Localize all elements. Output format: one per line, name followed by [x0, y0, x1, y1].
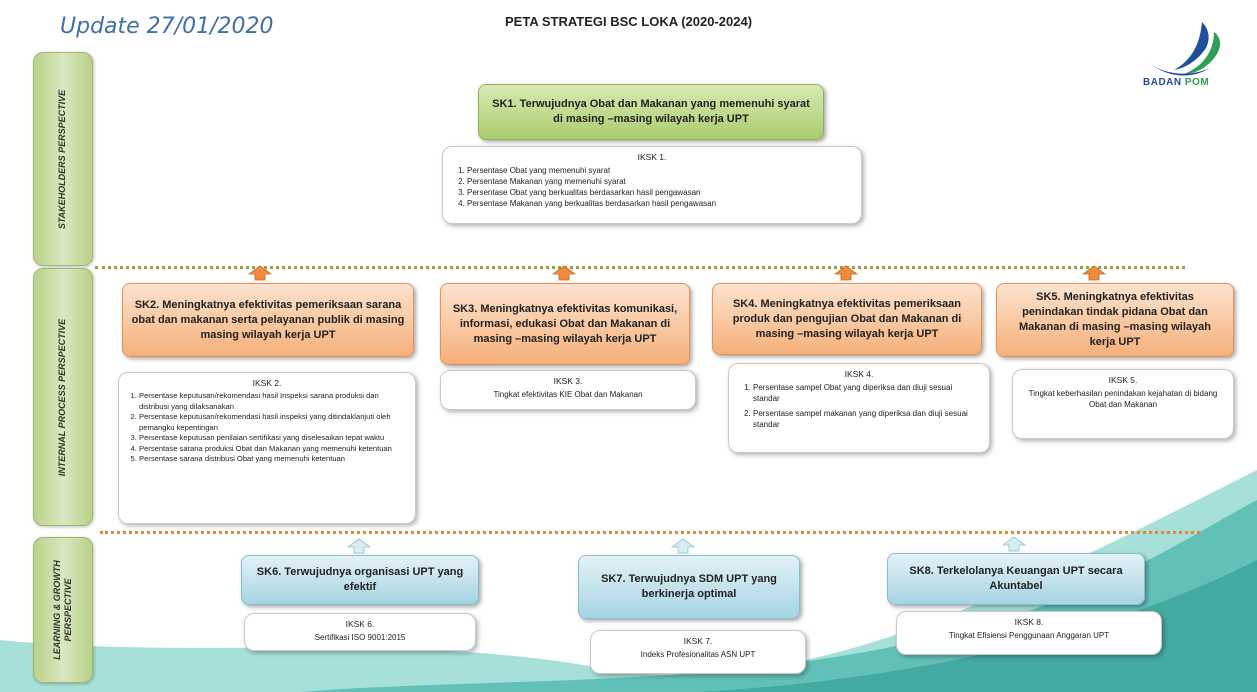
sk8-title: SK8. Terkelolanya Keuangan UPT secara Ak… [909, 565, 1123, 592]
iksk7-title: IKSK 7. [683, 636, 713, 646]
up-arrow-icon [347, 538, 371, 554]
iksk3-box: IKSK 3. Tingkat efektivitas KIE Obat dan… [440, 370, 696, 410]
learning-growth-line-2: PERSPECTIVE [63, 578, 73, 642]
iksk5-text: Tingkat keberhasilan penindakan kejahata… [1028, 389, 1218, 409]
iksk4-list: Persentase sampel Obat yang diperiksa da… [739, 382, 979, 430]
iksk8-box: IKSK 8. Tingkat Efisiensi Penggunaan Ang… [896, 611, 1162, 655]
up-arrow-icon [671, 538, 695, 554]
iksk1-box: IKSK 1. Persentase Obat yang memenuhi sy… [442, 146, 862, 224]
iksk2-box: IKSK 2. Persentase keputusan/rekomendasi… [118, 372, 416, 524]
list-item: Persentase Makanan yang berkualitas berd… [467, 198, 851, 209]
up-arrow-icon [248, 265, 272, 281]
page-title: PETA STRATEGI BSC LOKA (2020-2024) [505, 14, 753, 29]
iksk2-list: Persentase keputusan/rekomendasi hasil I… [127, 391, 407, 465]
logo-text-pom: POM [1184, 77, 1210, 88]
iksk4-title: IKSK 4. [844, 369, 874, 379]
iksk3-title: IKSK 3. [553, 376, 583, 386]
iksk3-text: Tingkat efektivitas KIE Obat dan Makanan [493, 390, 643, 399]
up-arrow-icon [1082, 265, 1106, 281]
learning-growth-perspective-text: LEARNING & GROWTH PERSPECTIVE [52, 560, 74, 660]
list-item: Persentase sampel makanan yang diperiksa… [753, 408, 979, 430]
list-item: Persentase sampel Obat yang diperiksa da… [753, 382, 979, 404]
sk7-title: SK7. Terwujudnya SDM UPT yang berkinerja… [601, 573, 777, 600]
iksk2-title: IKSK 2. [252, 378, 282, 388]
list-item: Persentase keputusan/rekomendasi hasil i… [139, 412, 407, 433]
iksk8-text: Tingkat Efisiensi Penggunaan Anggaran UP… [948, 631, 1110, 640]
iksk5-box: IKSK 5. Tingkat keberhasilan penindakan … [1012, 369, 1234, 439]
sk5-box: SK5. Meningkatnya efektivitas penindakan… [996, 283, 1234, 357]
iksk6-text: Sertifikasi ISO 9001:2015 [314, 633, 406, 642]
sk6-title: SK6. Terwujudnya organisasi UPT yang efe… [256, 566, 464, 593]
logo-text-badan: BADAN [1143, 77, 1182, 88]
learning-growth-perspective-label: LEARNING & GROWTH PERSPECTIVE [33, 537, 93, 683]
list-item: Persentase keputusan/rekomendasi hasil I… [139, 391, 407, 412]
sk4-title: SK4. Meningkatnya efektivitas pemeriksaa… [732, 297, 962, 340]
iksk4-box: IKSK 4. Persentase sampel Obat yang dipe… [728, 363, 990, 453]
internal-process-perspective-label: INTERNAL PROCESS PERSPECTIVE [33, 268, 93, 526]
sk1-box: SK1. Terwujudnya Obat dan Makanan yang m… [478, 84, 824, 140]
sk6-box: SK6. Terwujudnya organisasi UPT yang efe… [241, 555, 479, 605]
list-item: Persentase sarana produksi Obat dan Maka… [139, 444, 407, 455]
up-arrow-icon [1002, 536, 1026, 552]
list-item: Persentase Obat yang berkualitas berdasa… [467, 187, 851, 198]
stakeholders-perspective-label: STAKEHOLDERS PERSPECTIVE [33, 52, 93, 266]
badan-pom-logo-icon [1148, 22, 1221, 76]
sk3-title: SK3. Meningkatnya efektivitas komunikasi… [452, 302, 678, 345]
up-arrow-icon [834, 265, 858, 281]
sk3-box: SK3. Meningkatnya efektivitas komunikasi… [440, 283, 690, 365]
iksk5-title: IKSK 5. [1108, 375, 1138, 385]
list-item: Persentase Makanan yang memenuhi syarat [467, 176, 851, 187]
iksk1-list: Persentase Obat yang memenuhi syarat Per… [453, 165, 851, 209]
update-date: Update 27/01/2020 [60, 14, 274, 39]
iksk6-box: IKSK 6. Sertifikasi ISO 9001:2015 [244, 613, 476, 651]
logo-text: BADAN POM [1143, 77, 1209, 88]
iksk6-title: IKSK 6. [345, 619, 375, 629]
sk4-box: SK4. Meningkatnya efektivitas pemeriksaa… [712, 283, 982, 355]
sk7-box: SK7. Terwujudnya SDM UPT yang berkinerja… [578, 555, 800, 619]
list-item: Persentase sarana distribusi Obat yang m… [139, 454, 407, 465]
iksk1-title: IKSK 1. [637, 152, 667, 162]
stakeholders-perspective-text: STAKEHOLDERS PERSPECTIVE [57, 89, 68, 229]
separator-stakeholders-internal [95, 266, 1185, 269]
sk5-title: SK5. Meningkatnya efektivitas penindakan… [1019, 291, 1211, 348]
list-item: Persentase Obat yang memenuhi syarat [467, 165, 851, 176]
sk8-box: SK8. Terkelolanya Keuangan UPT secara Ak… [887, 553, 1145, 605]
iksk7-text: Indeks Profesionalitas ASN UPT [640, 650, 756, 659]
sk1-title: SK1. Terwujudnya Obat dan Makanan yang m… [492, 98, 810, 125]
iksk8-title: IKSK 8. [1014, 617, 1044, 627]
internal-process-perspective-text: INTERNAL PROCESS PERSPECTIVE [57, 318, 68, 476]
learning-growth-line-1: LEARNING & GROWTH [52, 560, 62, 660]
sk2-box: SK2. Meningkatnya efektivitas pemeriksaa… [122, 283, 414, 357]
iksk7-box: IKSK 7. Indeks Profesionalitas ASN UPT [590, 630, 806, 674]
sk2-title: SK2. Meningkatnya efektivitas pemeriksaa… [131, 298, 405, 341]
up-arrow-icon [552, 265, 576, 281]
list-item: Persentase keputusan penilaian sertifika… [139, 433, 407, 444]
separator-internal-learning [100, 531, 1200, 534]
